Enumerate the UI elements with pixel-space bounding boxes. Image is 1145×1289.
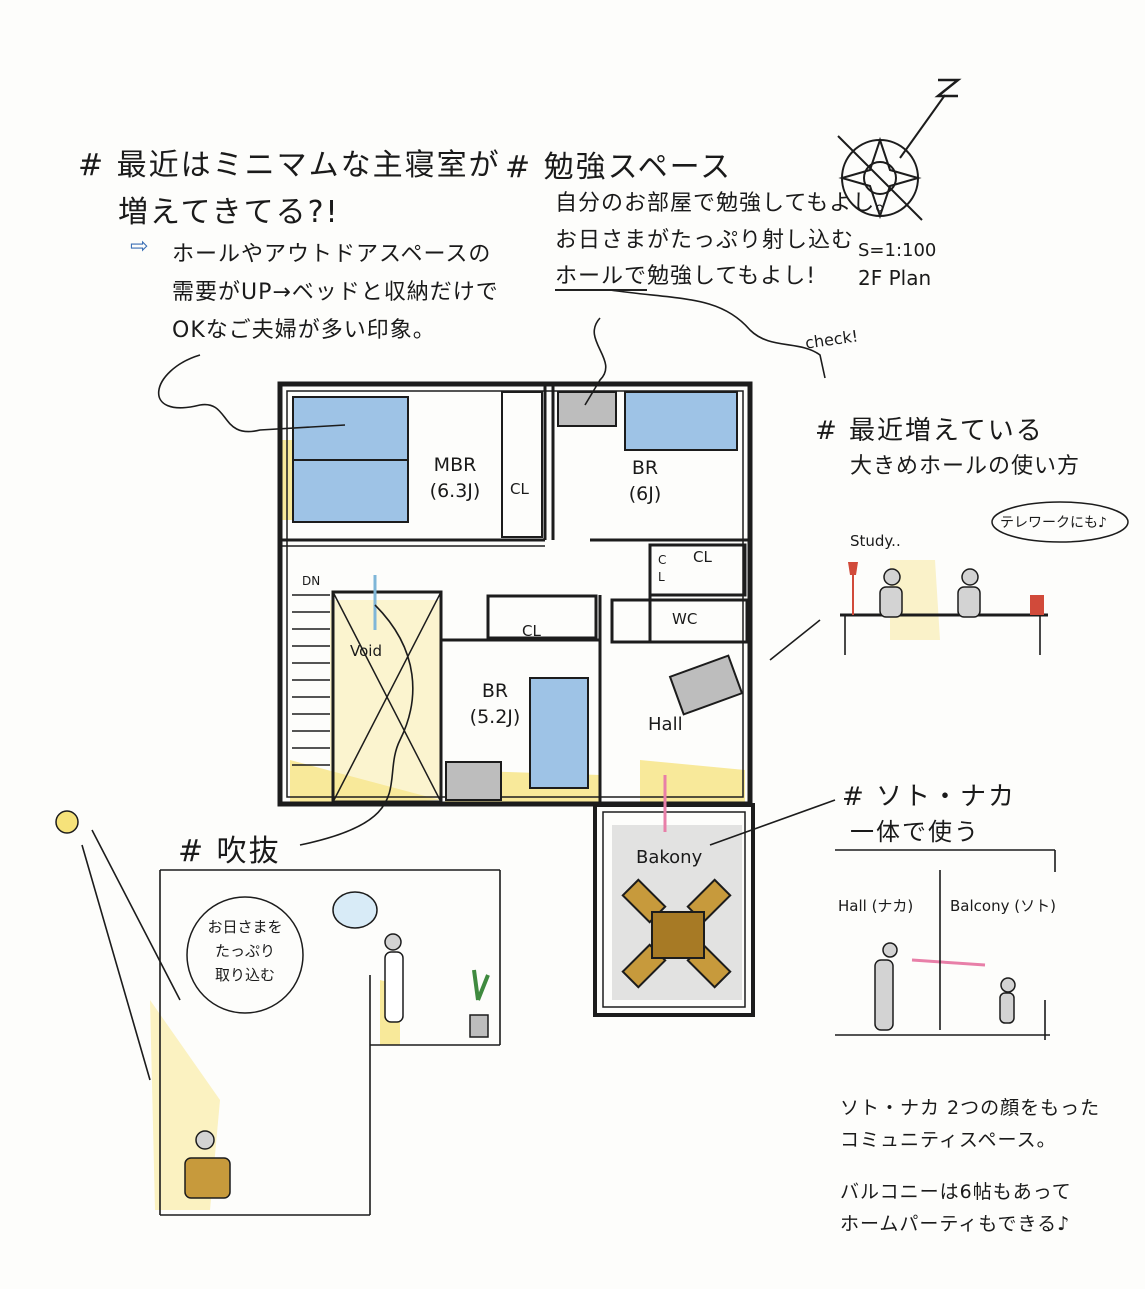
- room-br1: BR (6J): [620, 455, 670, 507]
- plan-title: 2F Plan: [858, 266, 932, 290]
- hall-note-title: # 最近増えている: [815, 416, 1044, 446]
- soto-naka-title-1: # ソト・ナカ: [842, 782, 1017, 812]
- room-mbr-name: MBR: [433, 454, 477, 476]
- closet-c: C: [658, 553, 667, 567]
- soto-naka-body-1: ソト・ナカ 2つの顔をもった: [840, 1097, 1101, 1119]
- room-mbr-size: (6.3J): [429, 480, 481, 502]
- telework-bubble-text: テレワークにも♪: [1000, 515, 1107, 531]
- hall-note-subtitle: 大きめホールの使い方: [850, 454, 1081, 479]
- bedroom-note-body-2: 需要がUP→ベッドと収納だけで: [172, 280, 499, 305]
- bedroom-note-body-1: ホールやアウトドアスペースの: [172, 242, 492, 267]
- closet-br2: CL: [522, 622, 541, 640]
- closet-mbr: CL: [510, 480, 529, 498]
- study-note-body-3-rest: 勉強してもよし!: [647, 264, 817, 289]
- soto-naka-hall-label: Hall (ナカ): [838, 897, 914, 915]
- beds: [292, 391, 738, 789]
- room-br2-size: (5.2J): [469, 706, 521, 728]
- lamp-icon: [848, 562, 1044, 615]
- study-note-body-1: 自分のお部屋で勉強してもよし。: [555, 191, 899, 216]
- room-br2: BR (5.2J): [465, 678, 525, 730]
- plant-icon: [469, 969, 490, 1038]
- bedroom-note-title-2: 増えてきてる?!: [118, 195, 340, 230]
- void-bubble-line-2: たっぷり: [214, 942, 275, 960]
- room-br1-name: BR: [631, 457, 659, 479]
- room-balcony: Bakony: [636, 847, 703, 868]
- room-void: Void: [350, 642, 382, 660]
- void-bubble-line-3: 取り込む: [214, 966, 275, 984]
- room-hall: Hall: [648, 714, 683, 735]
- plan-scale: S=1:100: [858, 240, 937, 261]
- room-br2-name: BR: [481, 680, 509, 702]
- void-bubble-text: お日さまを たっぷり 取り込む: [202, 915, 288, 987]
- void-note-title: # 吹抜: [178, 834, 281, 869]
- soto-naka-balcony-label: Balcony (ソト): [950, 897, 1056, 915]
- arrow-right-icon: ⇨: [130, 234, 149, 259]
- closet-hall: CL: [693, 548, 712, 566]
- soto-naka-body-2: コミュニティスペース。: [840, 1129, 1057, 1151]
- plan-walls: [277, 381, 755, 1017]
- study-note-title: # 勉強スペース: [505, 150, 733, 185]
- leader-lines: [81, 289, 1056, 1216]
- room-br1-size: (6J): [628, 483, 662, 505]
- soto-naka-body-3: バルコニーは6帖もあって: [840, 1181, 1072, 1203]
- soto-naka-title-2: 一体で使う: [850, 818, 980, 846]
- stair-dn: DN: [302, 574, 321, 588]
- void-bubble-line-1: お日さまを: [207, 918, 283, 936]
- study-note-body-2: お日さまがたっぷり射し込む: [555, 228, 855, 253]
- study-sketch-label: Study..: [850, 532, 901, 550]
- people-figures: [184, 568, 1016, 1199]
- void-bubble: [186, 891, 378, 1014]
- soto-naka-body-4: ホームパーティもできる♪: [840, 1213, 1071, 1235]
- room-mbr: MBR (6.3J): [425, 452, 485, 504]
- balcony-furniture: [621, 878, 732, 989]
- arrows: [373, 575, 986, 967]
- closet-l: L: [658, 570, 665, 584]
- room-wc: WC: [672, 610, 698, 628]
- telework-bubble: [991, 501, 1129, 543]
- sunlight-washes: [150, 440, 940, 1210]
- study-note-hall-underlined: ホールで: [555, 264, 648, 291]
- sun-icon: [55, 810, 79, 834]
- bedroom-note-title-1: # 最近はミニマムな主寝室が: [78, 148, 501, 183]
- compass-icon: [837, 78, 962, 221]
- bedroom-note-body-3: OKなご夫婦が多い印象。: [172, 318, 436, 343]
- study-note-body-3: ホールで勉強してもよし!: [555, 258, 816, 296]
